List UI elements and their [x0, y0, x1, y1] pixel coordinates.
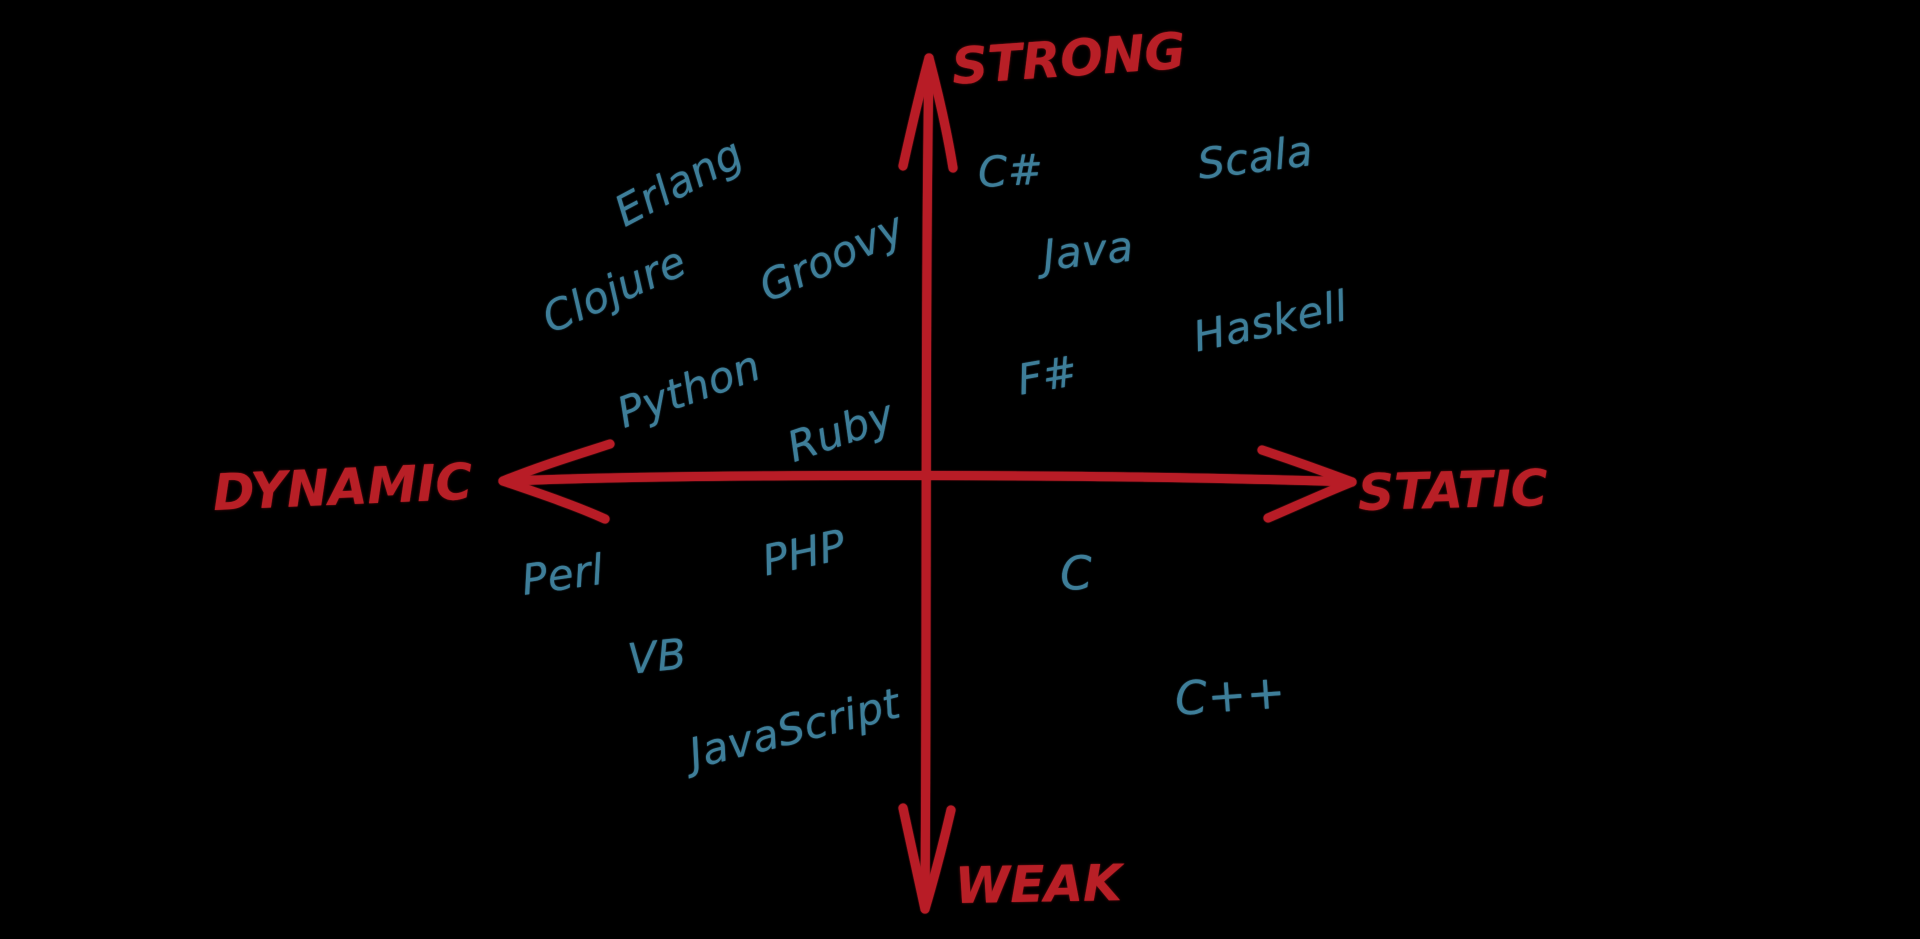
dynamic-arrowhead — [498, 439, 615, 486]
static-arrowhead-lower — [1263, 477, 1357, 523]
language-label-c: C — [1058, 545, 1094, 601]
dynamic-arrowhead-lower — [498, 476, 610, 524]
horizontal-axis-line — [503, 470, 1353, 487]
axis-label-weak: WEAK — [954, 854, 1123, 915]
axis-label-dynamic: DYNAMIC — [211, 452, 474, 522]
strong-arrowhead-right — [924, 53, 958, 173]
weak-arrowhead-right — [920, 805, 956, 914]
strong-arrowhead-left — [898, 53, 934, 171]
language-label-fsharp: F# — [1013, 345, 1082, 405]
language-label-java: Java — [1040, 221, 1136, 280]
weak-arrowhead-left — [898, 803, 930, 914]
language-label-cpp: C++ — [1173, 664, 1288, 726]
static-arrowhead — [1257, 445, 1357, 487]
language-label-csharp: C# — [976, 144, 1045, 197]
vertical-axis-line — [920, 57, 934, 910]
language-label-vb: VB — [625, 629, 689, 684]
axis-label-static: STATIC — [1357, 459, 1549, 522]
